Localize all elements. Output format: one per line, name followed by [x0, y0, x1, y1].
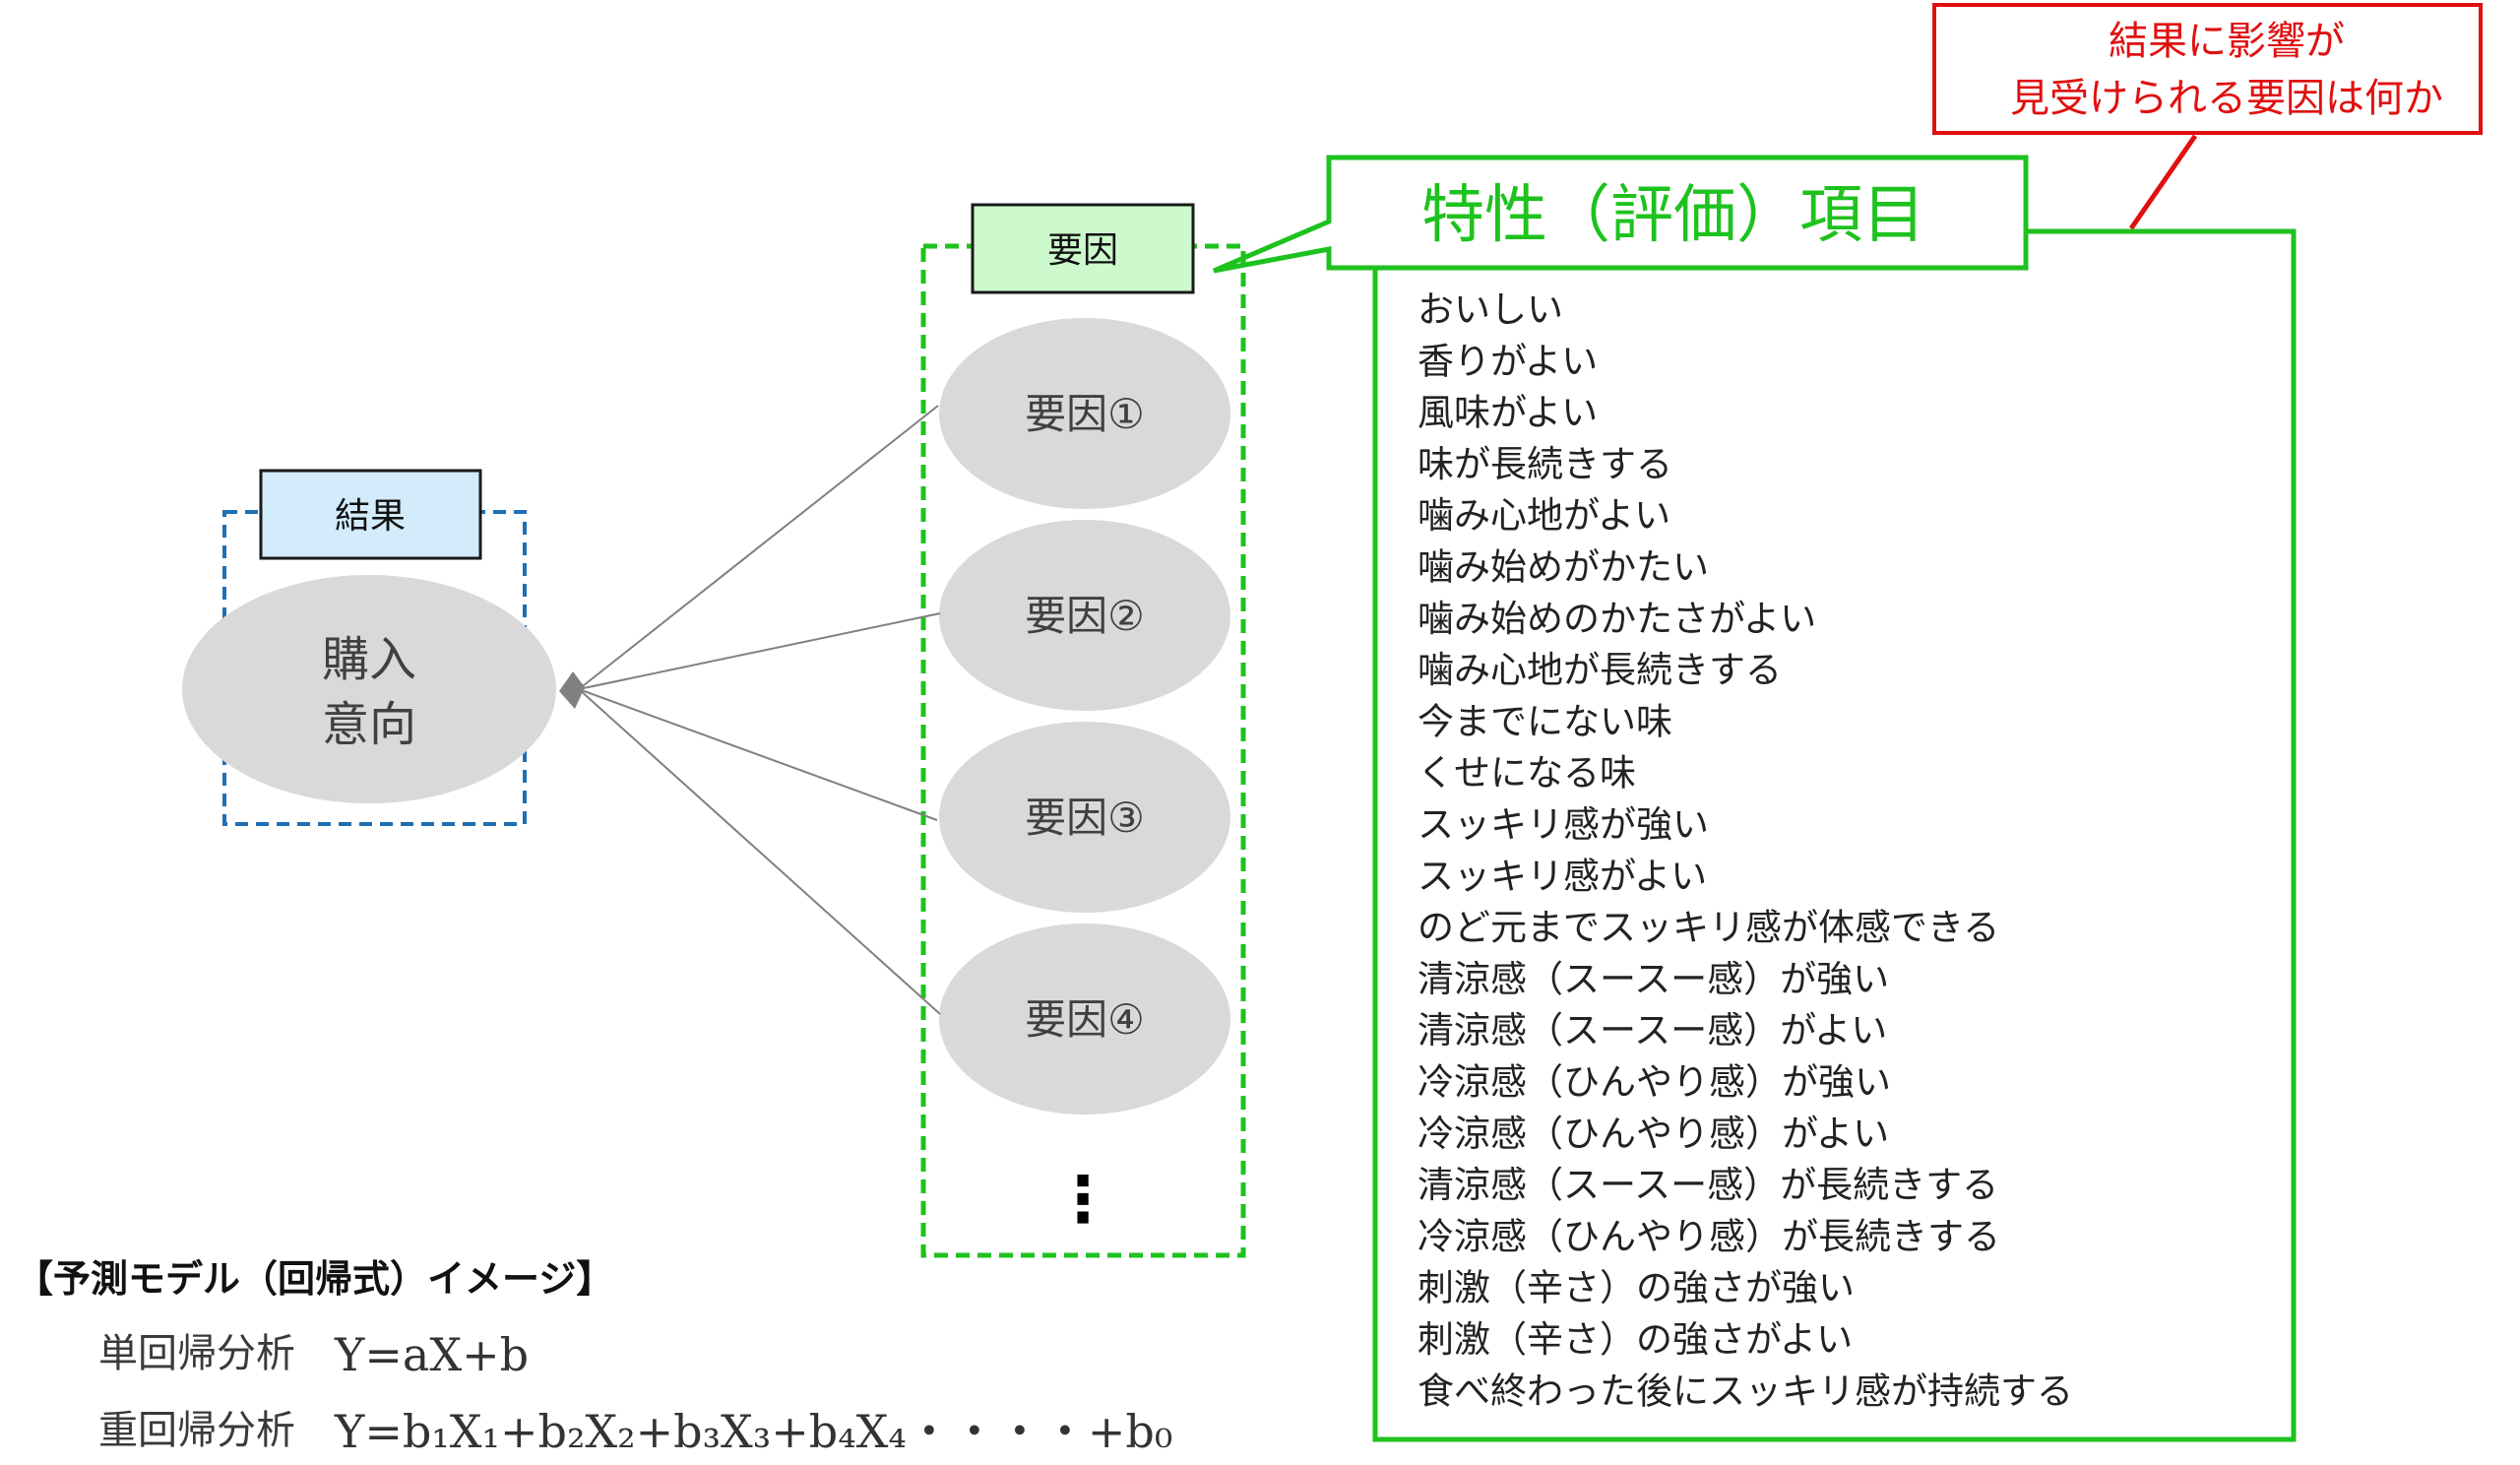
- factor-node-3: [939, 722, 1230, 913]
- factor-node-label: 要因①: [1025, 390, 1145, 438]
- attribute-item: 噛み始めのかたさがよい: [1418, 598, 1816, 640]
- simple-regression-formula: Y=aX+b: [334, 1328, 529, 1381]
- connector-line: [578, 612, 941, 690]
- question-callout-pointer: [2128, 134, 2198, 230]
- connector-line: [578, 688, 938, 821]
- model-section-title: 【予測モデル（回帰式）イメージ】: [16, 1257, 613, 1301]
- connector-line: [578, 405, 939, 690]
- factor-node-2: [939, 520, 1230, 711]
- more-factors-ellipsis: ⋮: [1051, 1164, 1114, 1237]
- attribute-item: 清涼感（スースー感）が長続きする: [1418, 1164, 1998, 1206]
- result-tag: [259, 469, 482, 560]
- attribute-item: 冷涼感（ひんやり感）が長続きする: [1418, 1215, 2000, 1257]
- result-tag-label: 結果: [335, 496, 406, 537]
- attribute-item: 刺激（辛さ）の強さがよい: [1418, 1318, 1853, 1361]
- connectors: [578, 405, 941, 1015]
- result-node-line-1: 購入: [322, 632, 416, 687]
- result-node-line-2: 意向: [322, 697, 416, 752]
- attribute-item: 刺激（辛さ）の強さが強い: [1418, 1267, 1855, 1309]
- attributes-panel: 特性（評価）項目 おいしい香りがよい風味がよい味が長続きする噛み心地がよい噛み始…: [1213, 155, 2297, 1442]
- attributes-panel-border: [1372, 228, 2297, 1442]
- attribute-item: 風味がよい: [1418, 392, 1598, 434]
- factor-node-label: 要因③: [1025, 794, 1145, 842]
- attribute-item: 香りがよい: [1418, 340, 1598, 382]
- result-node: [182, 575, 556, 803]
- factor-node-4: [939, 924, 1230, 1115]
- question-callout: 結果に影響が 見受けられる要因は何か: [1932, 3, 2483, 230]
- attribute-item: のど元までスッキリ感が体感できる: [1418, 907, 1999, 949]
- connector-line: [578, 688, 941, 1015]
- attribute-item: 冷涼感（ひんやり感）が強い: [1418, 1061, 1891, 1104]
- question-line-1: 結果に影響が: [2109, 19, 2345, 64]
- multiple-regression-label: 重回帰分析: [98, 1408, 295, 1453]
- attribute-item: 清涼感（スースー感）がよい: [1418, 1009, 1887, 1051]
- attribute-item: スッキリ感が強い: [1418, 803, 1709, 846]
- attribute-item: くせになる味: [1418, 752, 1636, 795]
- factor-group: 要因① 要因② 要因③ 要因④ 要因 ⋮: [920, 203, 1246, 1258]
- diamond-connector-icon: [559, 671, 585, 709]
- attributes-list: おいしい香りがよい風味がよい味が長続きする噛み心地がよい噛み始めがかたい噛み始め…: [1418, 288, 2073, 1412]
- attribute-item: おいしい: [1418, 288, 1563, 331]
- multiple-regression-formula: Y=b₁X₁+b₂X₂+b₃X₃+b₄X₄・・・・+b₀: [334, 1405, 1172, 1458]
- attributes-panel-header: [1213, 155, 2029, 274]
- attribute-item: 今までにない味: [1418, 700, 1672, 742]
- attribute-item: 噛み始めがかたい: [1418, 546, 1709, 589]
- attribute-item: 清涼感（スースー感）が強い: [1418, 958, 1889, 1000]
- attribute-item: 味が長続きする: [1418, 443, 1672, 485]
- attribute-item: 噛み心地が長続きする: [1418, 649, 1782, 691]
- factor-node-1: [939, 318, 1230, 509]
- attributes-panel-title: 特性（評価）項目: [1421, 179, 1925, 252]
- factor-node-label: 要因④: [1025, 995, 1145, 1044]
- question-callout-box: [1932, 3, 2483, 135]
- attribute-item: スッキリ感がよい: [1418, 855, 1707, 897]
- attribute-item: 噛み心地がよい: [1418, 494, 1670, 537]
- result-group: 購入 意向 結果: [182, 469, 585, 826]
- question-line-2: 見受けられる要因は何か: [2010, 76, 2443, 121]
- factor-tag-label: 要因: [1047, 230, 1118, 271]
- factor-tag: [971, 203, 1195, 294]
- model-section: 【予測モデル（回帰式）イメージ】 単回帰分析 Y=aX+b 重回帰分析 Y=b₁…: [16, 1257, 1172, 1458]
- attribute-item: 食べ終わった後にスッキリ感が持続する: [1418, 1369, 2073, 1412]
- factor-node-label: 要因②: [1025, 592, 1145, 640]
- simple-regression-label: 単回帰分析: [98, 1331, 295, 1376]
- attribute-item: 冷涼感（ひんやり感）がよい: [1418, 1113, 1889, 1155]
- factor-nodes: 要因① 要因② 要因③ 要因④: [939, 318, 1230, 1115]
